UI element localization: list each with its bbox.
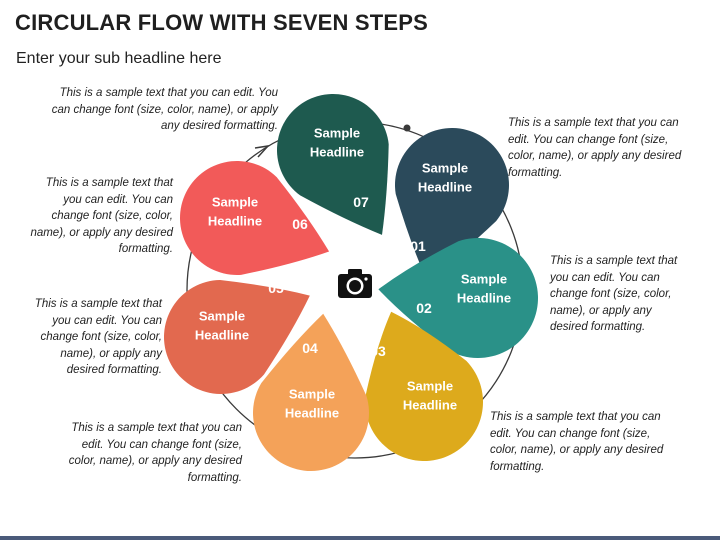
page-subtitle: Enter your sub headline here <box>16 50 222 67</box>
step-06-description: This is a sample text that you can edit.… <box>30 177 173 255</box>
flow-arrow-head <box>254 144 270 158</box>
step-07-headline: Sample <box>314 126 360 141</box>
camera-icon <box>338 269 372 298</box>
step-05-headline: Headline <box>195 328 249 343</box>
step-07-description: This is a sample text that you can edit.… <box>51 87 278 132</box>
step-06-headline: Sample <box>212 195 258 210</box>
step-06-headline: Headline <box>208 214 262 229</box>
page-title: CIRCULAR FLOW WITH SEVEN STEPS <box>15 10 428 35</box>
step-02-shape <box>378 238 538 358</box>
step-01-headline: Headline <box>418 180 472 195</box>
step-02-headline: Headline <box>457 291 511 306</box>
step-05-description: This is a sample text that you can edit.… <box>34 298 162 376</box>
step-03-shape <box>365 311 483 461</box>
step-04-shape <box>253 313 369 472</box>
step-01-description: This is a sample text that you can edit.… <box>508 117 682 179</box>
step-04-headline: Sample <box>289 387 335 402</box>
step-05-shape <box>164 280 310 394</box>
step-03-headline: Sample <box>407 379 453 394</box>
step-02-number: 02 <box>416 300 432 316</box>
step-03-number: 03 <box>370 343 386 359</box>
step-04-headline: Headline <box>285 406 339 421</box>
step-05-headline: Sample <box>199 309 245 324</box>
step-02-headline: Sample <box>461 272 507 287</box>
flow-start-dot <box>403 124 411 132</box>
step-07-shape <box>276 93 389 235</box>
step-01-number: 01 <box>410 238 426 254</box>
step-03-description: This is a sample text that you can edit.… <box>490 411 664 473</box>
step-04-description: This is a sample text that you can edit.… <box>68 422 242 484</box>
step-05-number: 05 <box>268 280 284 296</box>
step-04-number: 04 <box>302 340 318 356</box>
step-06-number: 06 <box>292 216 308 232</box>
step-07-number: 07 <box>353 194 369 210</box>
step-07-headline: Headline <box>310 145 364 160</box>
step-03-headline: Headline <box>403 398 457 413</box>
bottom-accent-bar <box>0 536 720 540</box>
step-01-headline: Sample <box>422 161 468 176</box>
step-01-shape <box>395 128 509 280</box>
step-06-shape <box>180 160 330 275</box>
step-02-description: This is a sample text that you can edit.… <box>550 255 678 333</box>
